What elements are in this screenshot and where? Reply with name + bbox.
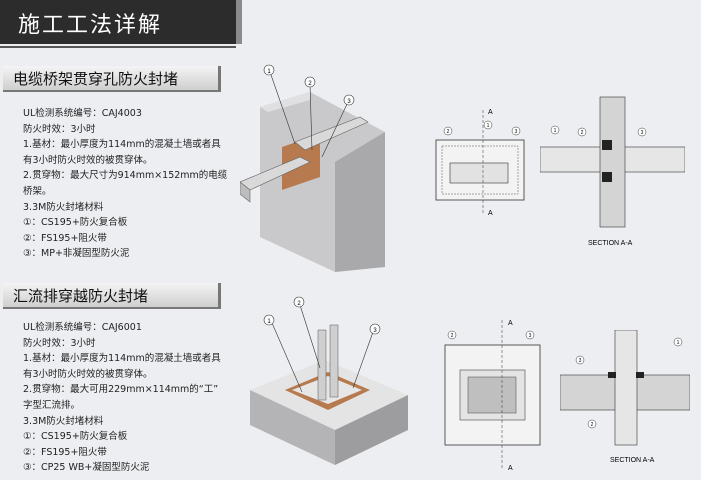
section2-line: UL检测系统编号：CAJ6001 xyxy=(23,322,142,333)
section1-line: 防火时效：3小时 xyxy=(23,123,96,135)
section-label: SECTION A-A xyxy=(610,457,655,464)
wall-top xyxy=(260,92,310,112)
section2-text: UL检测系统编号：CAJ6001 防火时效：3小时 1.基材：最小厚度为114m… xyxy=(23,320,221,476)
section2-line: ②：FS195+阻火带 xyxy=(23,446,107,458)
section-label: SECTION A-A xyxy=(588,240,633,247)
cut-label-bottom: A xyxy=(508,465,513,472)
page-title: 施工工法详解 xyxy=(18,13,163,38)
section1-line: 有3小时防火时效的被贯穿体。 xyxy=(23,154,153,166)
cut-label-top: A xyxy=(488,109,493,116)
callout-number: 3 xyxy=(641,130,644,136)
section1-isometric-drawing: 1 2 3 xyxy=(240,64,385,272)
section2-elevation-drawing: A A 2 3 xyxy=(444,320,541,472)
section1-line: ②：FS195+阻火带 xyxy=(23,232,107,244)
leader-line xyxy=(299,304,321,369)
callout-circle xyxy=(637,127,647,137)
callout-circle xyxy=(511,126,521,136)
firestop-board-inner xyxy=(292,376,362,404)
firestop-board-outline xyxy=(441,145,519,195)
firestop-seal-top xyxy=(602,140,612,150)
callout-number: 2 xyxy=(447,129,450,135)
section2-line: 防火时效：3小时 xyxy=(23,337,96,349)
callout-number: 2 xyxy=(581,130,584,136)
callout-number: 3 xyxy=(515,129,518,135)
callout-circle xyxy=(587,419,597,429)
wall-section xyxy=(599,96,626,228)
callout-number: 2 xyxy=(591,422,594,428)
busway-right xyxy=(329,324,339,398)
floor-slab-right xyxy=(335,395,408,465)
cable-tray-end xyxy=(240,181,251,203)
callout-circle xyxy=(263,314,275,326)
section1-line: UL检测系统编号：CAJ4003 xyxy=(23,108,142,119)
section1-line: 桥架。 xyxy=(23,185,52,197)
callout-circle xyxy=(575,355,585,365)
callout-circle xyxy=(550,125,560,135)
callout-number: 1 xyxy=(267,69,271,75)
callout-number: 1 xyxy=(267,319,271,325)
section1-line: ③：MP+非凝固型防火泥 xyxy=(23,248,130,260)
busway-core xyxy=(467,376,517,414)
section2-line: 2.贯穿物：最大可用229mm×114mm的“工” xyxy=(23,384,219,396)
header-underline xyxy=(0,46,236,48)
callout-circle xyxy=(304,76,316,88)
section2-line: ③：CP25 WB+凝固型防火泥 xyxy=(23,462,150,474)
section1-line: ①：CS195+防火复合板 xyxy=(23,217,128,229)
wall-side xyxy=(335,132,385,272)
callout-number: 2 xyxy=(451,333,454,339)
section1-text: UL检测系统编号：CAJ4003 防火时效：3小时 1.基材：最小厚度为114m… xyxy=(23,106,227,262)
section2-isometric-drawing: 1 2 3 xyxy=(250,296,408,465)
cut-label-top: A xyxy=(508,320,513,327)
busway-left xyxy=(317,329,327,401)
leader-line xyxy=(269,71,296,145)
leader-line xyxy=(321,101,349,158)
section1-title: 电缆桥架贯穿孔防火封堵 xyxy=(3,66,221,92)
firestop-seal-right xyxy=(636,372,644,378)
section2-title: 汇流排穿越防火封堵 xyxy=(3,283,221,309)
leader-line xyxy=(352,331,374,389)
section2-line: 有3小时防火时效的被贯穿体。 xyxy=(23,368,153,380)
header-accent xyxy=(236,0,242,44)
section2-line: 字型汇流排。 xyxy=(23,399,81,411)
section1-elevation-drawing: A A 2 1 3 xyxy=(435,109,525,217)
section2-line: 1.基材：最小厚度为114mm的混凝土墙或者具 xyxy=(23,353,221,365)
callout-circle xyxy=(369,323,381,335)
callout-circle xyxy=(263,64,275,76)
callout-number: 2 xyxy=(308,81,312,87)
callout-circle xyxy=(577,127,587,137)
callout-circle xyxy=(447,330,457,340)
section1-section-drawing: 1 2 3 SECTION A-A xyxy=(540,96,685,247)
busway-longitudinal xyxy=(614,330,638,446)
firestop-seal-bottom xyxy=(602,172,612,182)
callout-number: 3 xyxy=(529,333,532,339)
callout-circle xyxy=(483,120,493,130)
callout-circle xyxy=(343,94,355,106)
callout-circle xyxy=(443,126,453,136)
callout-number: 3 xyxy=(579,358,582,364)
cable-tray-section xyxy=(449,162,509,184)
leader-line xyxy=(271,322,303,393)
floor-slab-left xyxy=(250,390,335,465)
section1-line: 3.3M防火封堵材料 xyxy=(23,201,104,213)
callout-number: 1 xyxy=(554,128,557,134)
section2-line: ①：CS195+防火复合板 xyxy=(23,431,128,443)
callout-circle xyxy=(293,296,305,308)
callout-number: 2 xyxy=(297,301,301,307)
callout-circle xyxy=(525,330,535,340)
callout-number: 3 xyxy=(373,328,377,334)
section2-line: 3.3M防火封堵材料 xyxy=(23,415,104,427)
cut-label-bottom: A xyxy=(488,210,493,217)
callout-number: 1 xyxy=(677,340,680,346)
section1-line: 2.贯穿物：最大尺寸为914mm×152mm的电缆 xyxy=(23,170,228,182)
firestop-seal-left xyxy=(608,372,616,378)
page-header: 施工工法详解 xyxy=(0,0,242,44)
callout-number: 3 xyxy=(347,99,351,105)
cable-tray-back xyxy=(294,116,369,151)
leader-line xyxy=(309,83,313,151)
callout-number: 1 xyxy=(487,123,490,129)
section2-section-drawing: 3 1 2 SECTION A-A xyxy=(560,330,690,464)
section1-line: 1.基材：最小厚度为114mm的混凝土墙或者具 xyxy=(23,139,221,151)
callout-circle xyxy=(673,337,683,347)
